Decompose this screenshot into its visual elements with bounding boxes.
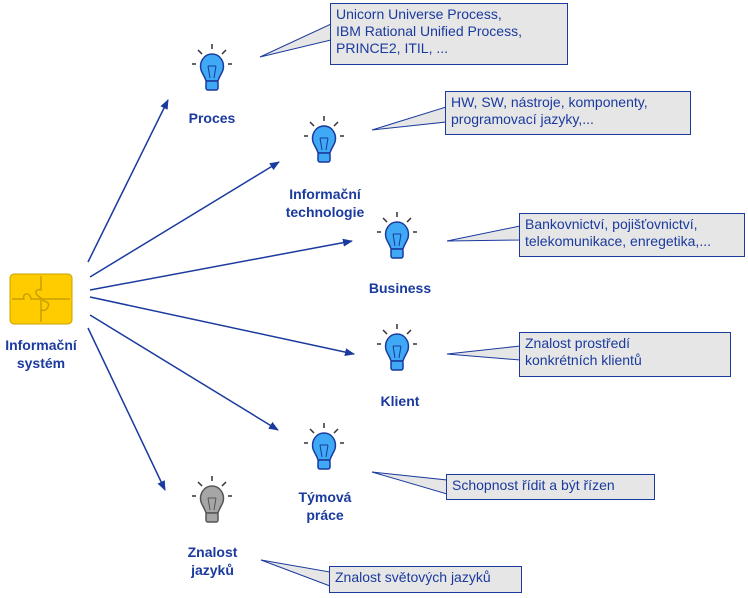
arrow-proces [87,99,169,263]
bulb-ray [309,428,315,434]
callout-pointer-tym [371,471,448,495]
lightbulb-icon [192,476,232,523]
lightbulb-icon [192,44,232,91]
bulb-base [205,80,219,91]
bulb-base [317,459,331,470]
bulb-glass [384,221,410,250]
note-jazyky: Znalost světových jazyků [329,566,522,593]
bulb-filament [319,444,329,458]
bulb-glass [311,125,337,154]
callout-pointer-proces [259,23,332,58]
bulb-filament [319,137,329,151]
bulb-glass [311,432,337,461]
node-label-line1: Klient [380,393,420,409]
arrows [87,99,355,491]
callout-pointers [259,23,521,587]
bulb-ray [333,121,339,127]
node-label-jazyky: Znalost jazyků [170,543,255,579]
node-label-line2: technologie [285,204,365,220]
note-line: konkrétních klientů [525,352,642,368]
node-label-line2: práce [306,507,344,523]
note-line: programovací jazyky,... [451,111,594,127]
note-line: IBM Rational Unified Process, [336,23,522,39]
bulb-ray [197,481,203,487]
bulb-filament [207,65,217,79]
bulb-glass [199,485,225,514]
bulb-filament [392,233,402,247]
node-label-line1: Proces [188,110,236,126]
bulb-ray [406,217,412,223]
bulb-base [390,360,404,371]
bulb-ray [197,49,203,55]
node-label-line1: Business [368,280,432,296]
arrow-tym [89,314,279,431]
callout-pointer-klient [446,345,521,361]
node-label-line1: Informační [289,186,361,202]
bulb-base [390,248,404,259]
note-line: Bankovnictví, pojišťovnictví, [525,216,698,232]
center-label-line2: systém [16,355,66,371]
note-it: HW, SW, nástroje, komponenty, programova… [445,91,691,135]
note-line: Znalost prostředí [525,335,631,351]
note-business: Bankovnictví, pojišťovnictví, telekomuni… [519,213,745,257]
bulb-glass [384,333,410,362]
bulb-base [317,152,331,163]
note-line: telekomunikace, enregetika,... [525,233,711,249]
note-line: Unicorn Universe Process, [336,6,502,22]
arrow-jazyky [87,327,166,491]
node-label-business: Business [355,279,445,297]
arrow-business [89,238,353,291]
callout-pointer-jazyky [260,559,331,587]
bulb-ray [406,329,412,335]
callout-pointer-business [446,225,521,242]
node-label-line2: jazyků [191,562,234,578]
bulb-ray [221,481,227,487]
bulb-base [205,512,219,523]
puzzle-icon [9,273,73,325]
arrow-it [89,161,280,278]
lightbulb-icon [377,212,417,259]
node-label-klient: Klient [360,392,440,410]
center-label-line1: Informační [5,337,77,353]
note-klient: Znalost prostředí konkrétních klientů [519,332,731,377]
bulb-ray [221,49,227,55]
bulb-filament [207,497,217,511]
lightbulb-icon [304,116,344,163]
node-label-it: Informační technologie [270,185,380,221]
center-label: Informační systém [0,336,82,372]
node-label-proces: Proces [172,109,252,127]
lightbulb-icon [377,324,417,371]
note-line: Znalost světových jazyků [335,569,491,585]
callout-pointer-it [371,106,447,131]
lightbulb-icon [304,423,344,470]
bulb-filament [392,345,402,359]
bulb-glass [199,53,225,82]
note-line: Schopnost řídit a být řízen [452,477,615,493]
bulb-ray [309,121,315,127]
bulb-ray [382,329,388,335]
node-label-line1: Znalost [187,544,238,560]
bulb-ray [333,428,339,434]
note-line: PRINCE2, ITIL, ... [336,40,449,56]
bulb-ray [382,217,388,223]
note-tym: Schopnost řídit a být řízen [446,474,655,500]
note-proces: Unicorn Universe Process, IBM Rational U… [330,3,568,65]
arrow-klient [89,296,355,357]
note-line: HW, SW, nástroje, komponenty, [451,94,648,110]
node-label-tym: Týmová práce [280,488,370,524]
node-label-line1: Týmová [298,489,352,505]
bulbs [192,44,417,523]
